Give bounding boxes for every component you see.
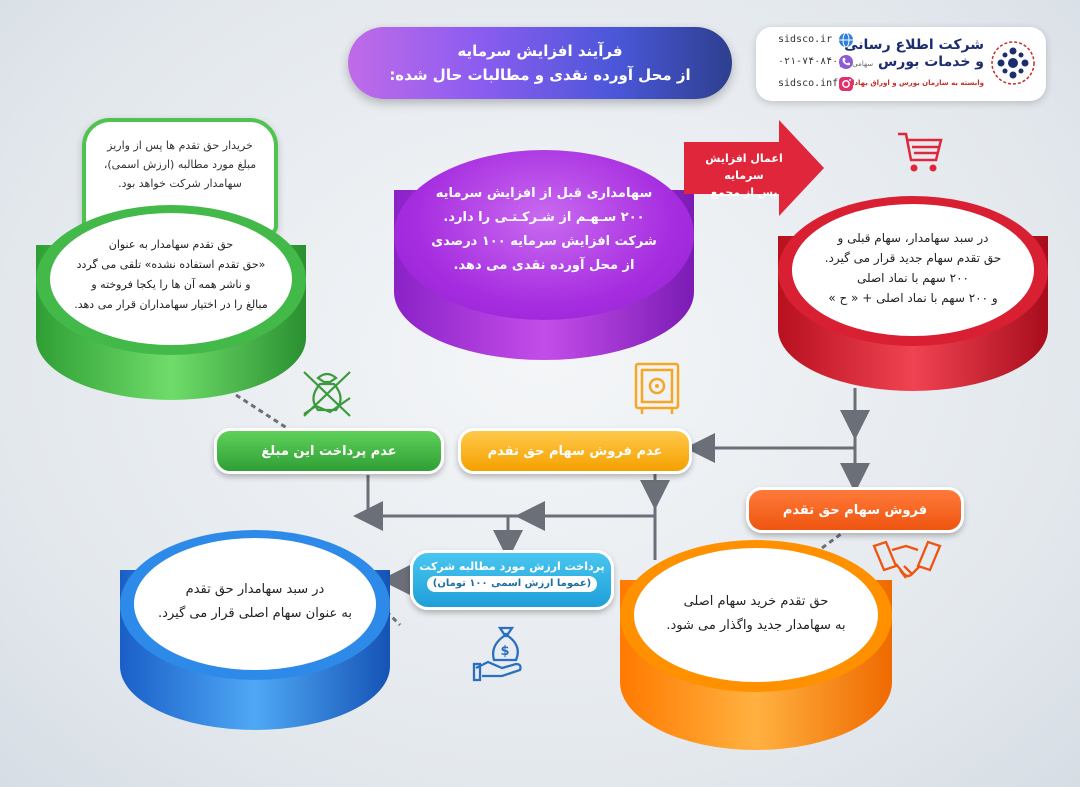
payment-note: پرداخت ارزش مورد مطالبه شرکت (عموما ارزش…	[410, 550, 614, 610]
green-note-line-3: سهامدار شرکت خواهد بود.	[118, 177, 242, 190]
red-line-2: حق تقدم سهام جدید قرار می گیرد.	[824, 251, 1002, 265]
cylinder-purple: سهامداری قبل از افزایش سرمایه ۲۰۰ سـهـم …	[394, 150, 694, 360]
payment-note-line-1: پرداخت ارزش مورد مطالبه شرکت	[419, 560, 605, 573]
blue-line-2: به عنوان سهام اصلی قرار می گیرد.	[158, 606, 352, 621]
contact-website[interactable]: sidsco.ir	[778, 34, 833, 45]
blue-line-1: در سبد سهامدار حق تقدم	[185, 582, 325, 597]
brand-name-sub: سهامی عام	[839, 60, 874, 68]
arrow-label: اعمال افزایش سرمایه پس از مجمع	[688, 150, 800, 201]
cylinder-orange: حق تقدم خرید سهام اصلی به سهامدار جدید و…	[620, 540, 892, 750]
money-bag-hand-icon: $	[472, 626, 522, 682]
arrow-label-line-2: پس از مجمع	[710, 186, 778, 199]
green-line-4: مبالغ را در اختیار سهامداران قرار می دهد…	[74, 298, 268, 311]
cylinder-green: حق تقدم سهامدار به عنوان «حق تقدم استفاد…	[36, 205, 306, 400]
blue-text: در سبد سهامدار حق تقدم به عنوان سهام اصل…	[146, 578, 364, 626]
instagram-icon	[839, 77, 853, 91]
purple-line-4: از محل آورده نقدی می دهد.	[453, 258, 635, 273]
brand-card: شرکت اطلاع رسانی و خدمات بورس سهامی عام …	[756, 27, 1046, 101]
no-money-icon	[303, 371, 351, 417]
green-note-line-2: مبلغ مورد مطالبه (ارزش اسمی)،	[103, 158, 257, 171]
cylinder-blue: در سبد سهامدار حق تقدم به عنوان سهام اصل…	[120, 530, 390, 730]
brand-name-line-2-wrap: و خدمات بورس سهامی عام	[839, 54, 984, 73]
red-line-3: ۲۰۰ سهم با نماد اصلی	[857, 271, 969, 285]
dash-green-to-no-payment	[235, 393, 291, 432]
purple-line-2: ۲۰۰ سـهـم از شـرکـتـی را دارد.	[443, 210, 645, 225]
no-payment-label: عدم پرداخت این مبلغ	[214, 428, 444, 474]
orange-line-2: به سهامدار جدید واگذار می شود.	[666, 618, 846, 633]
contact-instagram[interactable]: sidsco.info	[778, 78, 845, 89]
handshake-icon	[872, 540, 942, 579]
brand-tagline: وابسته به سازمان بورس و اوراق بهادار	[848, 79, 984, 87]
svg-text:$: $	[500, 644, 509, 659]
brand-name: شرکت اطلاع رسانی و خدمات بورس سهامی عام	[839, 37, 984, 73]
green-note-line-1: خریدار حق تقدم ها پس از واریز	[107, 139, 253, 152]
green-text: حق تقدم سهامدار به عنوان «حق تقدم استفاد…	[58, 235, 284, 315]
title-line-1: فرآیند افزایش سرمایه	[457, 42, 623, 60]
purple-line-1: سهامداری قبل از افزایش سرمایه	[435, 186, 653, 201]
red-line-4: و ۲۰۰ سهم با نماد اصلی + « ح »	[828, 291, 998, 305]
green-line-1: حق تقدم سهامدار به عنوان	[108, 238, 234, 251]
red-line-1: در سبد سهامدار، سهام قبلی و	[837, 231, 989, 245]
green-line-3: و ناشر همه آن ها را یکجا فروخته و	[91, 278, 251, 291]
safe-icon	[634, 362, 680, 414]
cylinder-red: در سبد سهامدار، سهام قبلی و حق تقدم سهام…	[778, 196, 1048, 391]
shopping-cart-icon	[898, 132, 943, 172]
orange-text: حق تقدم خرید سهام اصلی به سهامدار جدید و…	[644, 590, 868, 638]
no-sale-label: عدم فروش سهام حق تقدم	[458, 428, 692, 474]
title-line-2: از محل آورده نقدی و مطالبات حال شده:	[389, 66, 691, 84]
phone-icon	[839, 55, 853, 69]
brand-name-line-1: شرکت اطلاع رسانی	[844, 37, 984, 53]
page-title: فرآیند افزایش سرمایه از محل آورده نقدی و…	[348, 27, 732, 99]
red-text: در سبد سهامدار، سهام قبلی و حق تقدم سهام…	[808, 228, 1018, 308]
brand-name-line-2: و خدمات بورس	[877, 54, 984, 70]
contact-phone[interactable]: ۰۲۱-۷۴۰۸۴۰۰۰	[778, 56, 851, 67]
orange-line-1: حق تقدم خرید سهام اصلی	[683, 594, 829, 609]
brand-logo-icon	[991, 41, 1035, 85]
sale-label: فروش سهام حق تقدم	[746, 487, 964, 533]
payment-note-line-2: (عموما ارزش اسمی ۱۰۰ تومان)	[427, 576, 597, 592]
globe-icon	[839, 32, 853, 48]
arrow-label-line-1: اعمال افزایش سرمایه	[705, 152, 783, 182]
purple-text: سهامداری قبل از افزایش سرمایه ۲۰۰ سـهـم …	[414, 182, 674, 278]
arrow-shape-capital-increase	[684, 120, 824, 216]
green-line-2: «حق تقدم استفاده نشده» تلقی می گردد	[76, 258, 266, 271]
purple-line-3: شرکت افزایش سرمایه ۱۰۰ درصدی	[431, 234, 657, 249]
